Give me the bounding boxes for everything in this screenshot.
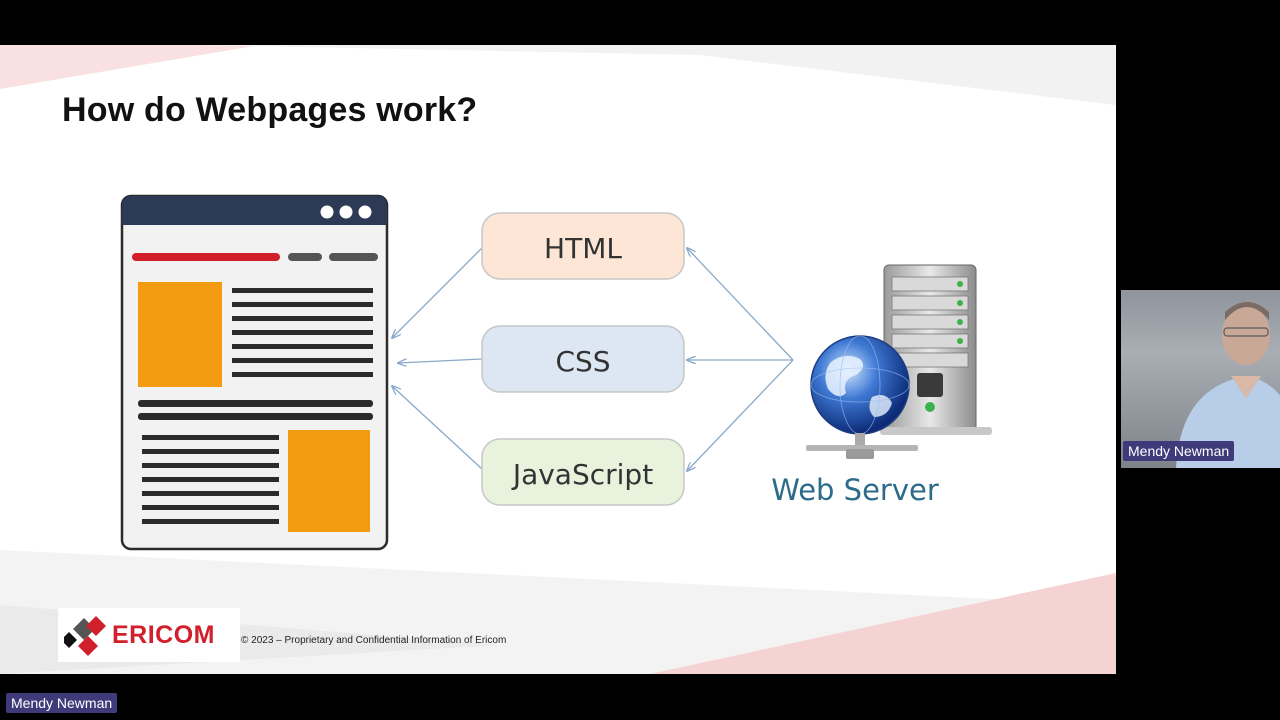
ericom-logo: ERICOM	[58, 608, 240, 662]
presentation-slide: How do Webpages work?	[0, 45, 1116, 674]
web-diagram: HTML CSS JavaScript	[120, 194, 992, 551]
browser-window-icon	[120, 194, 389, 551]
active-speaker-name-tag: Mendy Newman	[6, 693, 118, 713]
javascript-box: JavaScript	[481, 438, 685, 506]
ericom-logo-text: ERICOM	[112, 621, 215, 649]
globe-icon	[806, 335, 918, 459]
slide-title: How do Webpages work?	[62, 91, 478, 129]
camera-participant-name-tag: Mendy Newman	[1123, 441, 1235, 461]
css-label: CSS	[555, 345, 610, 378]
participant-video[interactable]	[1121, 290, 1280, 468]
css-box: CSS	[481, 325, 685, 393]
ericom-logo-icon	[64, 616, 106, 656]
html-label: HTML	[544, 232, 622, 265]
diagram-arrows	[392, 248, 794, 471]
web-server-label: Web Server	[771, 473, 939, 507]
javascript-label: JavaScript	[511, 458, 653, 491]
html-box: HTML	[481, 212, 685, 280]
copyright-text: © 2023 – Proprietary and Confidential In…	[241, 635, 507, 646]
